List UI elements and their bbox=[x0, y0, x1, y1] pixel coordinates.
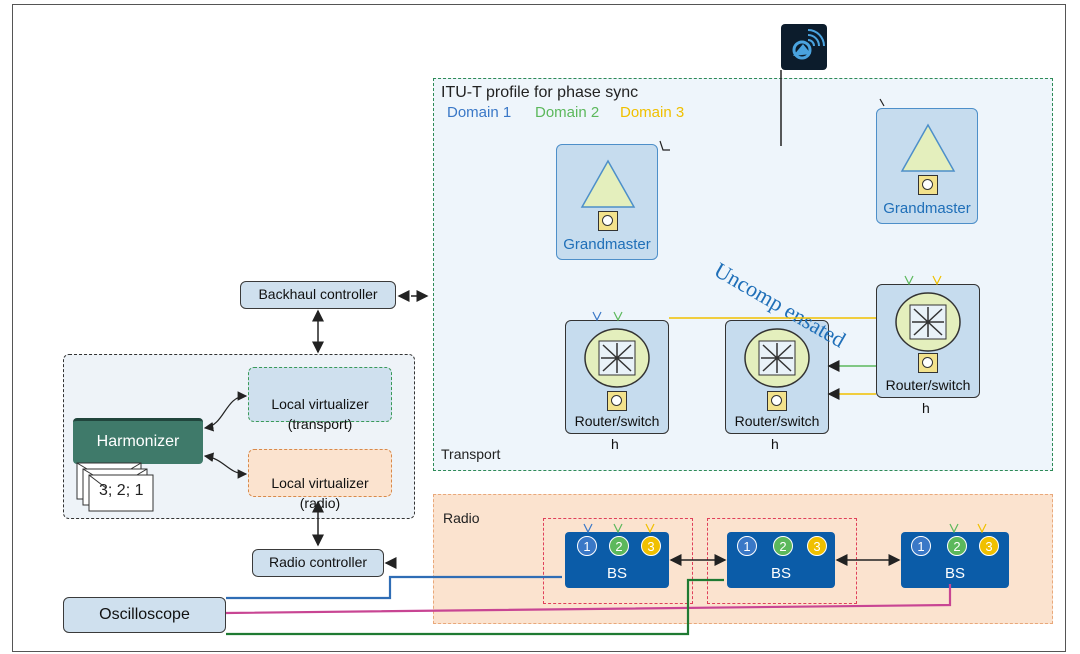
bs-label: BS bbox=[770, 565, 791, 582]
router-h-label: h bbox=[922, 400, 930, 416]
domain-3-dot: 3 bbox=[979, 536, 999, 556]
domain-1-dot: 1 bbox=[911, 536, 931, 556]
grandmaster-2: Grandmaster bbox=[876, 108, 978, 224]
router-label: Router/switch bbox=[574, 413, 660, 429]
transport-title: ITU-T profile for phase sync bbox=[441, 84, 639, 101]
radio-label: Radio bbox=[443, 510, 480, 526]
priority-label: 3; 2; 1 bbox=[99, 482, 144, 499]
domain-2-dot: 2 bbox=[773, 536, 793, 556]
crossbar-switch-icon bbox=[744, 328, 810, 388]
domain-2-dot: 2 bbox=[947, 536, 967, 556]
envelope-icon bbox=[88, 474, 154, 512]
clock-icon bbox=[607, 391, 627, 411]
base-station-2: 1 2 3 BS bbox=[727, 532, 835, 588]
router-switch-1: Router/switch bbox=[565, 320, 669, 434]
bs-label: BS bbox=[944, 565, 965, 582]
router-switch-3: Router/switch bbox=[876, 284, 980, 398]
router-label: Router/switch bbox=[734, 413, 820, 429]
domain-1-dot: 1 bbox=[577, 536, 597, 556]
triangle-icon bbox=[580, 159, 636, 208]
domain-2-dot: 2 bbox=[609, 536, 629, 556]
local-virtualizer-transport: Local virtualizer (transport) bbox=[248, 367, 392, 432]
local-virtualizer-transport-label: Local virtualizer (transport) bbox=[271, 396, 369, 432]
base-station-1: 1 2 3 BS bbox=[565, 532, 669, 588]
grandmaster-label: Grandmaster bbox=[883, 200, 971, 217]
clock-icon bbox=[598, 211, 618, 231]
backhaul-controller: Backhaul controller bbox=[240, 281, 396, 309]
crossbar-switch-icon bbox=[584, 328, 650, 388]
base-station-3: 1 2 3 BS bbox=[901, 532, 1009, 588]
router-h-label: h bbox=[611, 436, 619, 452]
local-virtualizer-radio-label: Local virtualizer (radio) bbox=[271, 475, 369, 511]
clock-icon bbox=[918, 353, 938, 373]
harmonizer: Harmonizer bbox=[73, 418, 203, 464]
grandmaster-1: Grandmaster bbox=[556, 144, 658, 260]
domain-3-label: Domain 3 bbox=[620, 104, 685, 121]
oscilloscope: Oscilloscope bbox=[63, 597, 226, 633]
domain-3-dot: 3 bbox=[807, 536, 827, 556]
grandmaster-label: Grandmaster bbox=[563, 236, 651, 253]
domain-3-dot: 3 bbox=[641, 536, 661, 556]
router-label: Router/switch bbox=[885, 377, 971, 393]
clock-icon bbox=[767, 391, 787, 411]
clock-icon bbox=[918, 175, 938, 195]
triangle-icon bbox=[900, 123, 956, 172]
radio-controller: Radio controller bbox=[252, 549, 384, 577]
transport-label: Transport bbox=[441, 446, 501, 462]
figure-frame bbox=[12, 4, 1066, 652]
local-virtualizer-radio: Local virtualizer (radio) bbox=[248, 449, 392, 511]
router-h-label: h bbox=[771, 436, 779, 452]
domain-1-label: Domain 1 bbox=[447, 104, 512, 121]
bs-label: BS bbox=[606, 565, 627, 582]
router-switch-2: Router/switch bbox=[725, 320, 829, 434]
domain-2-label: Domain 2 bbox=[535, 104, 600, 121]
satellite-dish-icon bbox=[781, 24, 827, 70]
crossbar-switch-icon bbox=[895, 292, 961, 352]
domain-1-dot: 1 bbox=[737, 536, 757, 556]
